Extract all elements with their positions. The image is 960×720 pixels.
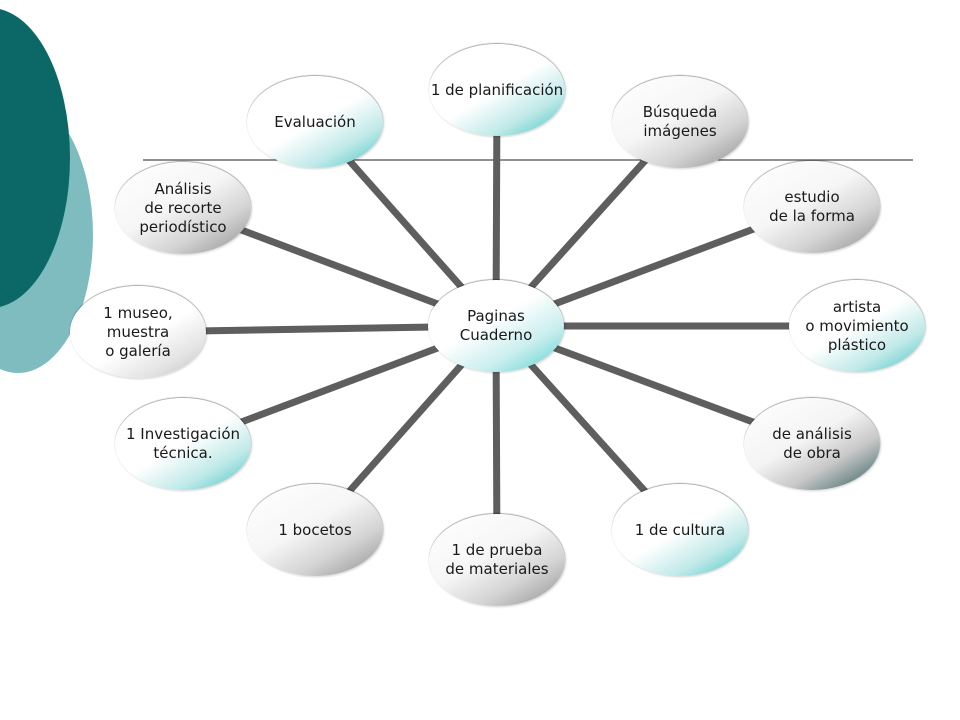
node-label: 1 bocetos <box>278 520 352 539</box>
node-artista: artista o movimiento plástico <box>789 280 925 372</box>
node-analisis-obra: de análisis de obra <box>744 398 880 490</box>
node-bocetos: 1 bocetos <box>247 484 383 576</box>
node-museo: 1 museo, muestra o galería <box>70 286 206 378</box>
node-label: 1 de cultura <box>634 520 726 539</box>
decor-circle-dark <box>0 9 70 307</box>
node-label: estudio de la forma <box>769 188 855 225</box>
node-label: Búsqueda imágenes <box>642 103 718 140</box>
node-estudio: estudio de la forma <box>744 161 880 253</box>
node-analisis-recorte: Análisis de recorte periodístico <box>115 162 251 254</box>
node-busqueda: Búsqueda imágenes <box>612 76 748 168</box>
node-planificacion: 1 de planificación <box>429 44 565 136</box>
center-node-label: Paginas Cuaderno <box>459 307 533 344</box>
node-label: artista o movimiento plástico <box>805 297 909 354</box>
node-label: 1 museo, muestra o galería <box>103 303 173 360</box>
center-node: Paginas Cuaderno <box>428 280 564 372</box>
node-label: 1 de planificación <box>430 80 564 99</box>
node-investigacion: 1 Investigación técnica. <box>115 398 251 490</box>
node-cultura: 1 de cultura <box>612 484 748 576</box>
node-label: de análisis de obra <box>772 425 852 462</box>
node-label: 1 Investigación técnica. <box>125 425 241 462</box>
node-label: 1 de prueba de materiales <box>445 541 549 578</box>
node-label: Análisis de recorte periodístico <box>139 179 227 236</box>
node-prueba: 1 de prueba de materiales <box>429 514 565 606</box>
node-label: Evaluación <box>274 112 356 131</box>
node-evaluacion: Evaluación <box>247 76 383 168</box>
